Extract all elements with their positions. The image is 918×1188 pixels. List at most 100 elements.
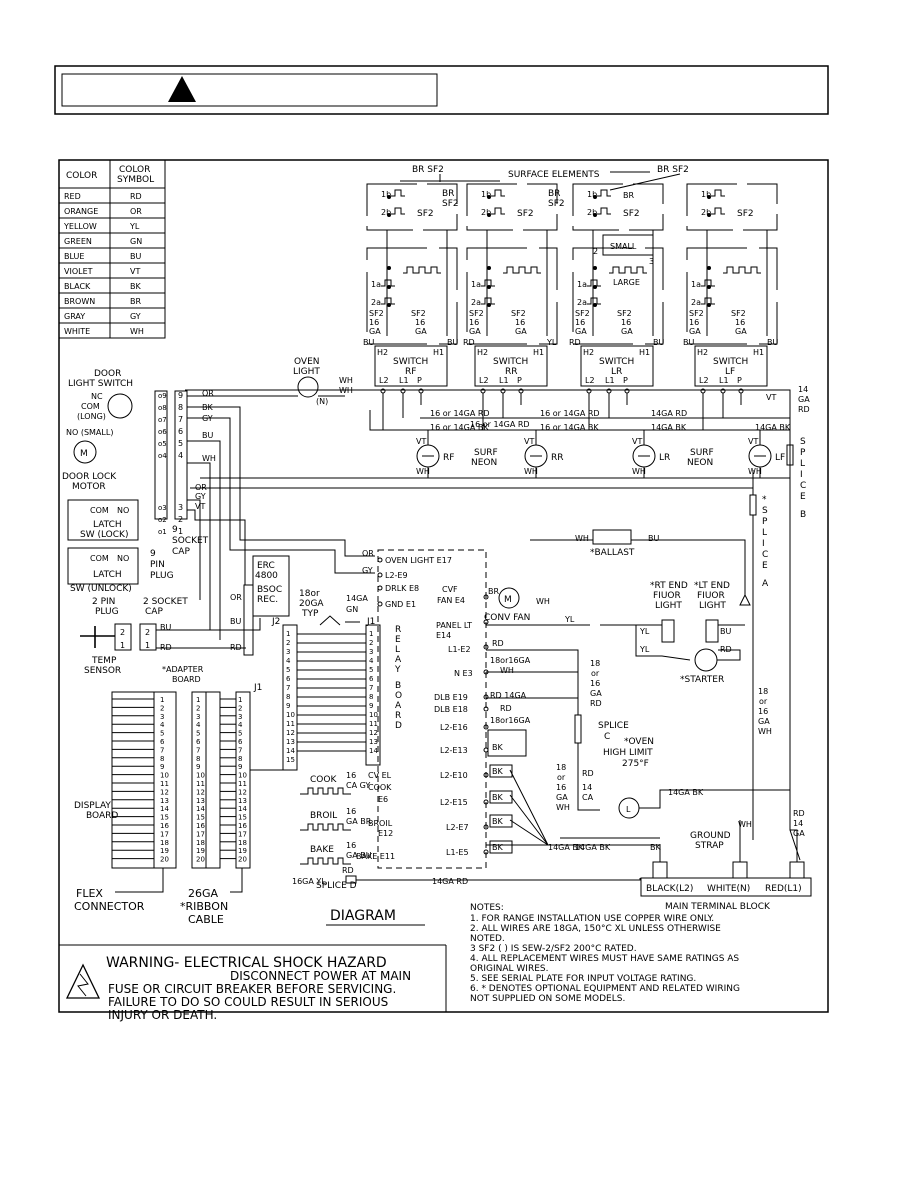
gauge-lr-rd: 14GA RD: [651, 409, 687, 418]
note-line: 1. FOR RANGE INSTALLATION USE COPPER WIR…: [470, 914, 714, 924]
flex-pin-19: 19: [160, 847, 169, 855]
adapter-pin-11: 11: [196, 780, 205, 788]
cvel-1: CV EL: [368, 771, 392, 780]
terminal-l2e15: L2-E15: [440, 798, 468, 807]
n3: 3: [649, 257, 654, 266]
starter: [694, 648, 718, 672]
pin-o-7: o7: [158, 416, 167, 424]
tab-1a: 1a: [691, 280, 701, 289]
cook-label: COOK: [310, 775, 337, 785]
note-line: 3 SF2 ( ) IS SEW-2/SF2 200°C RATED.: [470, 944, 637, 954]
sd-rd: RD: [342, 866, 354, 875]
ground-1: GROUND: [690, 831, 731, 841]
ga16-r: 16: [415, 318, 425, 327]
broil-e12-1: BROIL: [368, 819, 393, 828]
ribbon-pin-11: 11: [238, 780, 247, 788]
neon-vt: VT: [748, 437, 758, 446]
ribbon-pin-16: 16: [238, 822, 247, 830]
ne3-wh: WH: [500, 666, 514, 675]
neon-vt: VT: [416, 437, 426, 446]
sf2-r: SF2: [411, 309, 426, 318]
l1: L1: [719, 376, 729, 385]
l2: L2: [585, 376, 595, 385]
j1-pin-3: 3: [369, 648, 373, 656]
flex-pin-2: 2: [160, 704, 164, 712]
g18or16-b: 18or16GA: [490, 716, 531, 725]
splice-c-1: SPLICE: [598, 721, 629, 731]
color-symbol: OR: [130, 207, 142, 216]
h2: H2: [697, 348, 708, 357]
e13-bk: BK: [492, 743, 503, 752]
socket9-3: CAP: [172, 547, 190, 557]
wire-left: BU: [683, 338, 694, 347]
j1-pin-12: 12: [369, 729, 378, 737]
ribbon-pin-6: 6: [238, 738, 243, 746]
j2-pin-14: 14: [286, 747, 295, 755]
color-name: ORANGE: [64, 207, 98, 216]
fl-yl1: YL: [639, 627, 650, 636]
neon-name: LR: [659, 453, 670, 463]
color-symbol: VT: [130, 267, 140, 276]
wire-right: BU: [653, 338, 664, 347]
tb-14: 14: [793, 819, 803, 828]
diagram-title: DIAGRAM: [330, 908, 396, 924]
neon-name: LF: [775, 453, 785, 463]
adapter-pin-17: 17: [196, 830, 205, 838]
tab-2b: 2b: [587, 208, 597, 217]
vt-right: VT: [766, 393, 776, 402]
color-symbol: GY: [130, 312, 141, 321]
j1-ribbon: J1: [253, 683, 262, 693]
color-header: COLOR: [66, 171, 97, 181]
surf-neon-4: NEON: [687, 458, 713, 468]
color-name: GREEN: [64, 237, 92, 246]
flex-pin-18: 18: [160, 839, 169, 847]
pin-o-5: o5: [158, 440, 167, 448]
j1-pin-1: 1: [369, 630, 373, 638]
oven-light-n: (N): [316, 397, 328, 406]
ga16-l: 16: [689, 318, 699, 327]
pin2-pin2: 2: [120, 628, 125, 637]
neon-name: RF: [443, 453, 454, 463]
rt-fluor-light: [661, 619, 675, 643]
ribbon-pin-3: 3: [238, 713, 242, 721]
j2-pin-8: 8: [286, 693, 290, 701]
pin9-2: PIN: [150, 560, 165, 570]
mid-ga: GA: [556, 793, 568, 802]
motor-m: M: [80, 449, 88, 459]
ga-r: GA: [415, 327, 427, 336]
pin-2: 2: [178, 515, 183, 524]
bk-1: BK: [492, 793, 503, 802]
broil-e12-2: E12: [378, 829, 393, 838]
adapter-pin-7: 7: [196, 746, 200, 754]
p: P: [417, 376, 422, 385]
small-label: SMALL: [610, 242, 637, 251]
mid-or: or: [557, 773, 566, 782]
color-name: BROWN: [64, 297, 95, 306]
flex-pin-14: 14: [160, 805, 169, 813]
typ-1: 18or: [299, 589, 320, 599]
p: P: [623, 376, 628, 385]
flex-pin-20: 20: [160, 856, 169, 864]
warning-4: FAILURE TO DO SO COULD RESULT IN SERIOUS: [108, 995, 388, 1009]
color-name: BLACK: [64, 282, 91, 291]
nc-label: NC: [91, 392, 103, 401]
tab-1b: 1b: [701, 190, 711, 199]
rd14ga: RD 14GA: [490, 691, 527, 700]
g18or16: 18or16GA: [490, 656, 531, 665]
right-14: 14: [798, 385, 808, 394]
latch-unlock-com: COM: [90, 554, 109, 563]
erc-l3: BSOC: [257, 585, 282, 595]
flex-pin-17: 17: [160, 830, 169, 838]
oven-light-bulb: [297, 376, 319, 398]
latch-unlock-2: SW (UNLOCK): [70, 584, 132, 594]
warning-triangle-icon: [168, 76, 196, 102]
j2-pin-11: 11: [286, 720, 295, 728]
pin9-or: OR: [202, 389, 214, 398]
